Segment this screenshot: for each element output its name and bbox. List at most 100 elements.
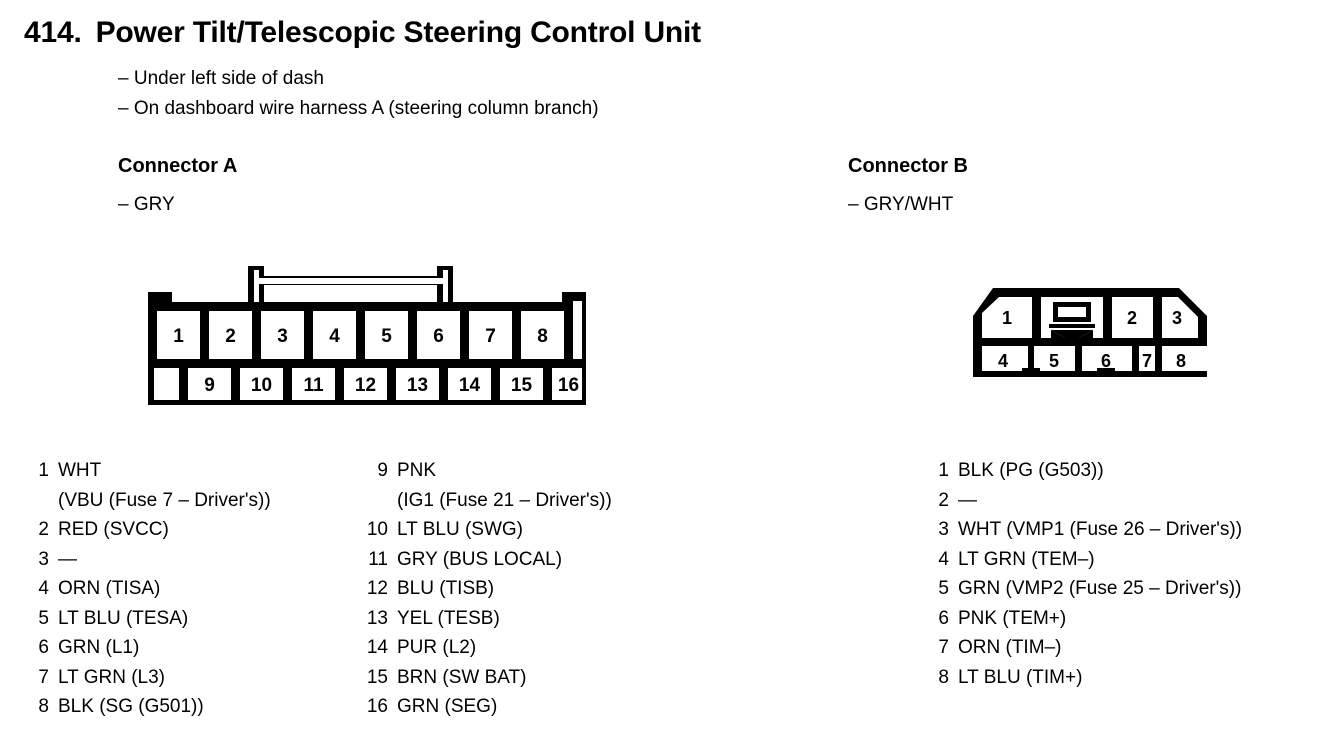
- pin-row: 3 WHT (VMP1 (Fuse 26 – Driver's)): [936, 515, 1326, 545]
- location-line-1: – Under left side of dash: [118, 68, 324, 89]
- conn-a-pin-label-15: 15: [511, 375, 533, 396]
- pin-number: 2: [38, 519, 49, 540]
- pin-description: WHT: [58, 460, 102, 481]
- pin-row: 2 RED (SVCC): [36, 515, 356, 545]
- latch-inner-gap: [255, 278, 446, 284]
- pin-row: 5 GRN (VMP2 (Fuse 25 – Driver's)): [936, 574, 1326, 604]
- pin-number: 2: [938, 489, 949, 511]
- pin-description: LT GRN (L3): [58, 666, 165, 688]
- connector-b-color-label: – GRY/WHT: [848, 194, 954, 215]
- pin-row: 13 YEL (TESB): [362, 604, 682, 634]
- conn-b-pin-label-5: 5: [1049, 351, 1059, 371]
- pin-description: ORN (TIM–): [958, 637, 1062, 658]
- conn-a-pin-label-12: 12: [355, 375, 376, 396]
- latch-post-right-gap: [443, 270, 448, 308]
- connector-a-bottom-row-cells: [154, 368, 582, 400]
- conn-a-pin-label-4: 4: [329, 326, 340, 347]
- pin-number: 5: [938, 578, 949, 599]
- page-title-text: Power Tilt/Telescopic Steering Control U…: [95, 16, 702, 49]
- cell-3-white: [1162, 297, 1198, 338]
- pin-number: 4: [938, 548, 949, 570]
- pin-number: 6: [38, 637, 49, 658]
- conn-b-pin-label-1: 1: [1002, 308, 1012, 328]
- pin-description: BRN (SW BAT): [397, 666, 527, 688]
- pin-description: BLK (SG (G501)): [58, 696, 204, 717]
- pin-row: 2—: [936, 486, 1326, 516]
- conn-b-pin-label-6: 6: [1101, 351, 1111, 371]
- pin-number: 14: [366, 637, 388, 658]
- connector-a-heading: Connector A: [118, 155, 238, 177]
- pin-number: 11: [368, 548, 388, 570]
- conn-b-pin-label-3: 3: [1172, 308, 1182, 328]
- connector-b-top-row-cells: [982, 297, 1198, 338]
- pin-description: PNK (TEM+): [958, 607, 1067, 629]
- pin-row: 3—: [36, 545, 356, 575]
- pin-number: 15: [366, 666, 388, 688]
- pin-number: 9: [377, 460, 388, 481]
- pin-description: PNK: [397, 460, 437, 481]
- pin-row: 4 LT GRN (TEM–): [936, 545, 1326, 575]
- pin-row: 10 LT BLU (SWG): [362, 515, 682, 545]
- conn-b-pin-label-4: 4: [998, 351, 1008, 371]
- pin-number: 13: [366, 607, 388, 629]
- pin-description: YEL (TESB): [397, 607, 500, 629]
- pin-row: 15 BRN (SW BAT): [362, 663, 682, 693]
- page-title: 414. Power Tilt/Telescopic Steering Contr…: [24, 16, 701, 50]
- pin-row: 14 PUR (L2): [362, 633, 682, 663]
- connector-a-pin-list-left: 1 WHT (VBU (Fuse 7 – Driver's)) 2 RED (SVCC)…: [36, 456, 356, 722]
- pin-number: 3: [938, 519, 949, 540]
- cell-1-white: [982, 297, 1032, 338]
- pin-description: RED (SVCC): [58, 519, 169, 540]
- conn-a-pin-label-7: 7: [485, 326, 496, 347]
- connector-b-bottom-cells-redraw: [982, 348, 1198, 371]
- pin-number: 8: [38, 696, 49, 717]
- pin-row: 8 BLK (SG (G501)): [36, 692, 356, 722]
- pin-description: BLK (PG (G503)): [958, 460, 1104, 481]
- connector-b-pin-list: 1 BLK (PG (G503)) 2— 3 WHT (VMP1 (Fuse 26 – …: [936, 456, 1326, 692]
- pin-number: 3: [38, 548, 49, 570]
- connector-a-pin-list-right: 9 PNK (IG1 (Fuse 21 – Driver's)) 10 LT BLU (…: [362, 456, 682, 722]
- pin-number: 1: [938, 460, 949, 481]
- page-title-number: 414.: [24, 16, 82, 49]
- pin-description: LT BLU (TIM+): [958, 666, 1083, 688]
- pin-description: PUR (L2): [397, 637, 477, 658]
- pin-number: 16: [366, 696, 388, 717]
- conn-a-pin-label-2: 2: [225, 326, 236, 347]
- connector-b-diagram: 1 2 3 4 5 6 7 8: [965, 280, 1220, 395]
- conn-a-pin-label-6: 6: [433, 326, 444, 347]
- conn-a-pin-label-1: 1: [173, 326, 184, 347]
- pin-row: 5 LT BLU (TESA): [36, 604, 356, 634]
- latch-post-left-gap: [254, 270, 259, 308]
- pin-number: 4: [38, 578, 49, 599]
- conn-a-pin-label-10: 10: [251, 375, 272, 396]
- pin-description: WHT (VMP1 (Fuse 26 – Driver's)): [958, 519, 1243, 540]
- pin-row: 1 WHT: [36, 456, 356, 486]
- pin-row: 16 GRN (SEG): [362, 692, 682, 722]
- pin-description: GRN (SEG): [397, 696, 498, 717]
- connector-a-color-label: – GRY: [118, 194, 175, 215]
- conn-a-pin-label-9: 9: [204, 375, 215, 396]
- conn-a-pin-label-8: 8: [537, 326, 548, 347]
- pin-description-continued: (VBU (Fuse 7 – Driver's)): [58, 489, 271, 511]
- pin-description-continued: (IG1 (Fuse 21 – Driver's)): [397, 489, 612, 511]
- pin-description: LT BLU (TESA): [58, 607, 189, 629]
- pin-description: GRN (VMP2 (Fuse 25 – Driver's)): [958, 578, 1242, 599]
- conn-a-pin-label-13: 13: [407, 375, 428, 396]
- conn-b-pin-label-2: 2: [1127, 308, 1137, 328]
- pin-number: 8: [938, 666, 949, 688]
- pin-row: 1 BLK (PG (G503)): [936, 456, 1326, 486]
- pin-number: 5: [38, 607, 49, 629]
- pin-number: 1: [38, 460, 49, 481]
- conn-b-pin-label-7: 7: [1142, 351, 1152, 371]
- pin-number: 10: [366, 519, 388, 540]
- cell-2-white: [1112, 297, 1153, 338]
- location-line-2: – On dashboard wire harness A (steering …: [118, 98, 599, 119]
- conn-a-pin-label-11: 11: [303, 375, 324, 396]
- pin-description: LT BLU (SWG): [397, 519, 523, 540]
- pin-description: LT GRN (TEM–): [958, 548, 1095, 570]
